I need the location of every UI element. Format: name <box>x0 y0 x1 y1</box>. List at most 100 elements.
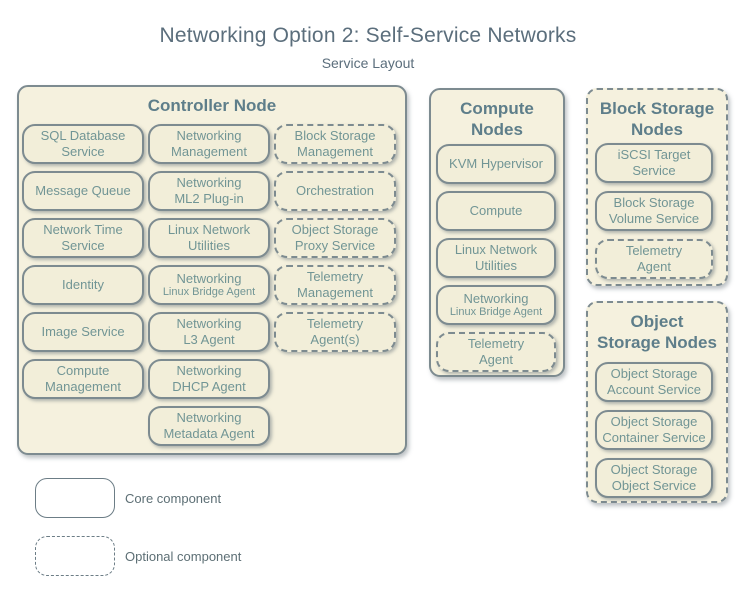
service-label: Networking <box>176 128 242 144</box>
service-orchestration: Orchestration <box>274 171 396 211</box>
service-label: Service <box>61 144 105 159</box>
service-label: Networking <box>176 270 242 286</box>
service-label: Networking <box>176 363 242 379</box>
service-label: Block Storage <box>613 195 695 211</box>
core-component-swatch <box>35 478 115 518</box>
service-label: Identity <box>62 277 104 293</box>
legend-optional: Optional component <box>35 536 241 576</box>
service-sublabel: Linux Bridge Agent <box>162 286 256 299</box>
service-label: Service <box>632 163 676 178</box>
service-label: SQL Database <box>40 128 126 144</box>
service-label: Proxy Service <box>294 238 376 253</box>
service-label: Compute <box>469 203 523 219</box>
page-subtitle: Service Layout <box>321 55 415 71</box>
service-label: Metadata Agent <box>163 426 255 441</box>
service-label: Agent(s) <box>310 332 360 347</box>
service-label: Management <box>171 144 247 159</box>
service-sublabel: Linux Bridge Agent <box>449 306 543 319</box>
service-label: Telemetry <box>306 269 364 285</box>
optional-component-swatch <box>35 536 115 576</box>
service-label: Management <box>297 285 373 300</box>
service-label: Compute <box>56 363 110 379</box>
service-label: Telemetry <box>625 243 683 259</box>
service-label: Volume Service <box>608 211 700 226</box>
page-title: Networking Option 2: Self-Service Networ… <box>159 24 577 47</box>
service-label: Object Service <box>611 478 697 493</box>
service-label: Object Storage <box>610 462 698 478</box>
title-line: Block Storage <box>599 99 715 118</box>
title-line: Nodes <box>471 119 523 139</box>
service-label: Linux Network <box>167 222 251 238</box>
service-label: Utilities <box>188 238 230 253</box>
service-label: Linux Network <box>454 242 538 258</box>
service-label: Object Storage <box>610 366 698 382</box>
service-compute: Compute <box>436 191 556 231</box>
service-label: Management <box>297 144 373 159</box>
service-label: Networking <box>176 175 242 191</box>
service-label: Object Storage <box>291 222 379 238</box>
service-label: KVM Hypervisor <box>449 156 543 172</box>
service-label: Agent <box>479 352 513 367</box>
service-label: Management <box>45 379 121 394</box>
controller-node-title: Controller Node <box>147 96 277 115</box>
service-label: Networking <box>176 316 242 332</box>
service-label: Networking <box>463 290 529 306</box>
service-label: Telemetry <box>306 316 364 332</box>
title-line: Object <box>630 312 684 331</box>
service-message-queue: Message Queue <box>22 171 144 211</box>
service-label: Network Time <box>43 222 123 238</box>
service-label: Message Queue <box>35 183 131 199</box>
service-label: Account Service <box>607 382 701 397</box>
service-label: Telemetry <box>467 336 525 352</box>
service-label: ML2 Plug-in <box>174 191 244 206</box>
service-label: Container Service <box>602 430 706 445</box>
service-kvm-hypervisor: KVM Hypervisor <box>436 144 556 184</box>
service-label: Utilities <box>475 258 517 273</box>
title-line: Compute <box>460 99 534 118</box>
service-label: Block Storage <box>294 128 376 144</box>
service-identity: Identity <box>22 265 144 305</box>
service-label: Networking <box>176 410 242 426</box>
service-label: Orchestration <box>295 183 375 199</box>
title-line: Nodes <box>631 119 683 139</box>
service-label: DHCP Agent <box>172 379 246 394</box>
optional-component-label: Optional component <box>125 548 242 564</box>
service-label: Object Storage <box>610 414 698 430</box>
